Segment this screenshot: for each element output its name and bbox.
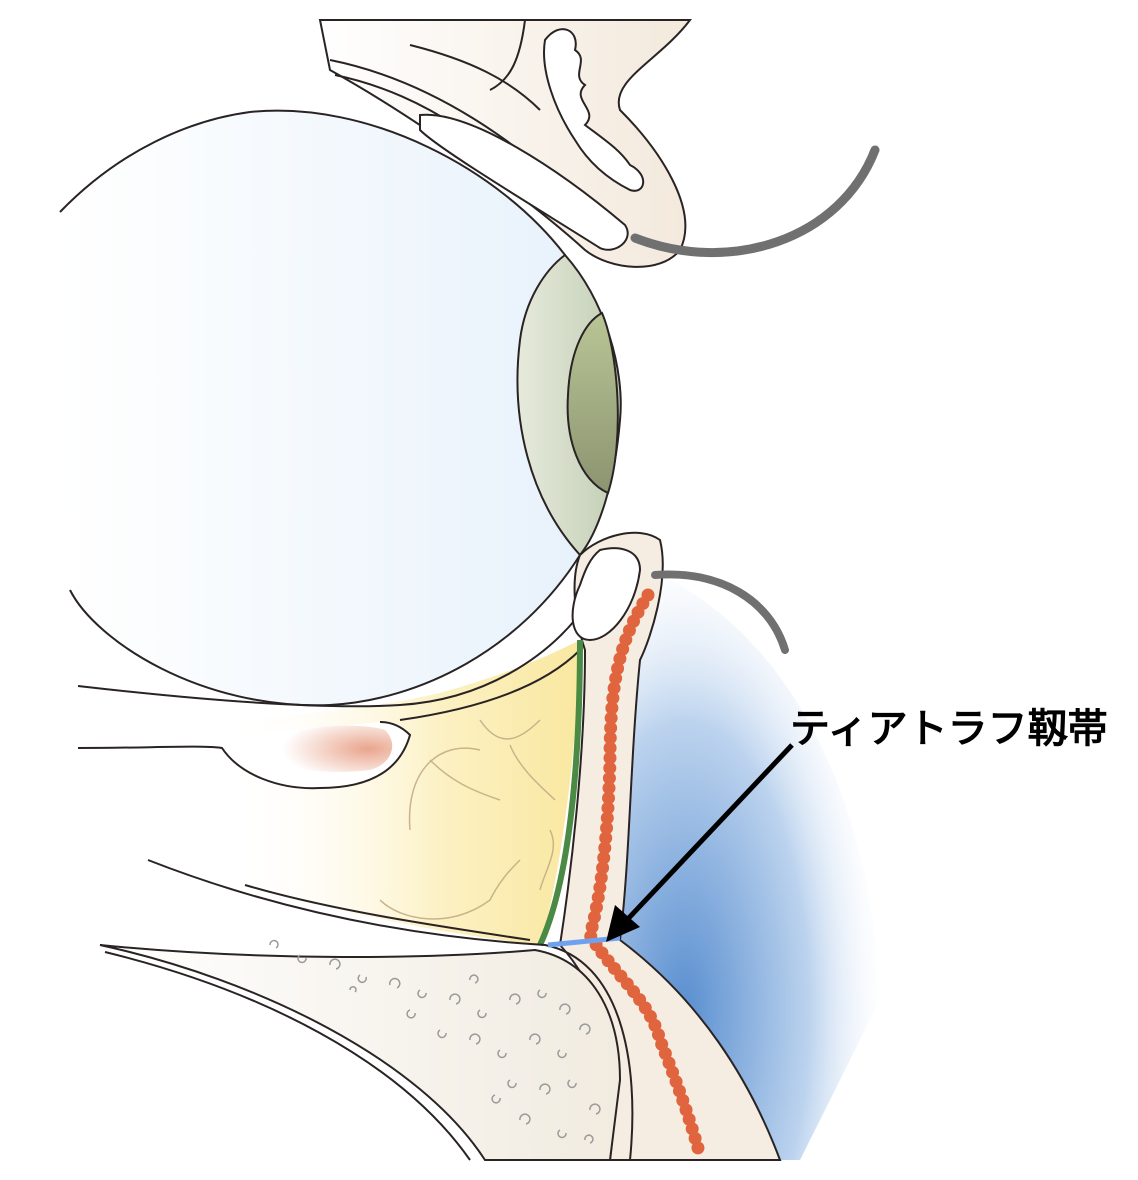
orbicularis-oculi-muscle [582,588,707,1162]
tarsal-plate-lower [571,547,642,642]
maxillary-bone [99,944,622,1161]
orbital-fat [230,640,580,945]
tear-trough-ligament-label: ティアトラフ靱帯 [790,705,1108,752]
annotation-arrow [606,743,794,942]
arrowhead-icon [606,905,640,942]
fat-lobule-lines [379,719,556,920]
tarsal-plate-upper [419,113,629,251]
preaponeurotic-fat [543,28,645,192]
eyeball [59,109,582,707]
septum-upper-line [409,44,541,111]
inferior-oblique-muscle [270,725,393,772]
bone-outer-line [104,951,471,1161]
muller-line [489,19,526,91]
orbital-septum [537,639,583,947]
bone-trabeculae [269,939,601,1144]
lower-conjunctiva [77,599,591,708]
cheek-skin [147,859,634,1161]
upper-eyelash [630,145,880,258]
capsulopalpebral-line [399,649,581,721]
fascia-line [244,884,531,941]
lower-eyelash [651,570,789,654]
lens [566,311,619,495]
